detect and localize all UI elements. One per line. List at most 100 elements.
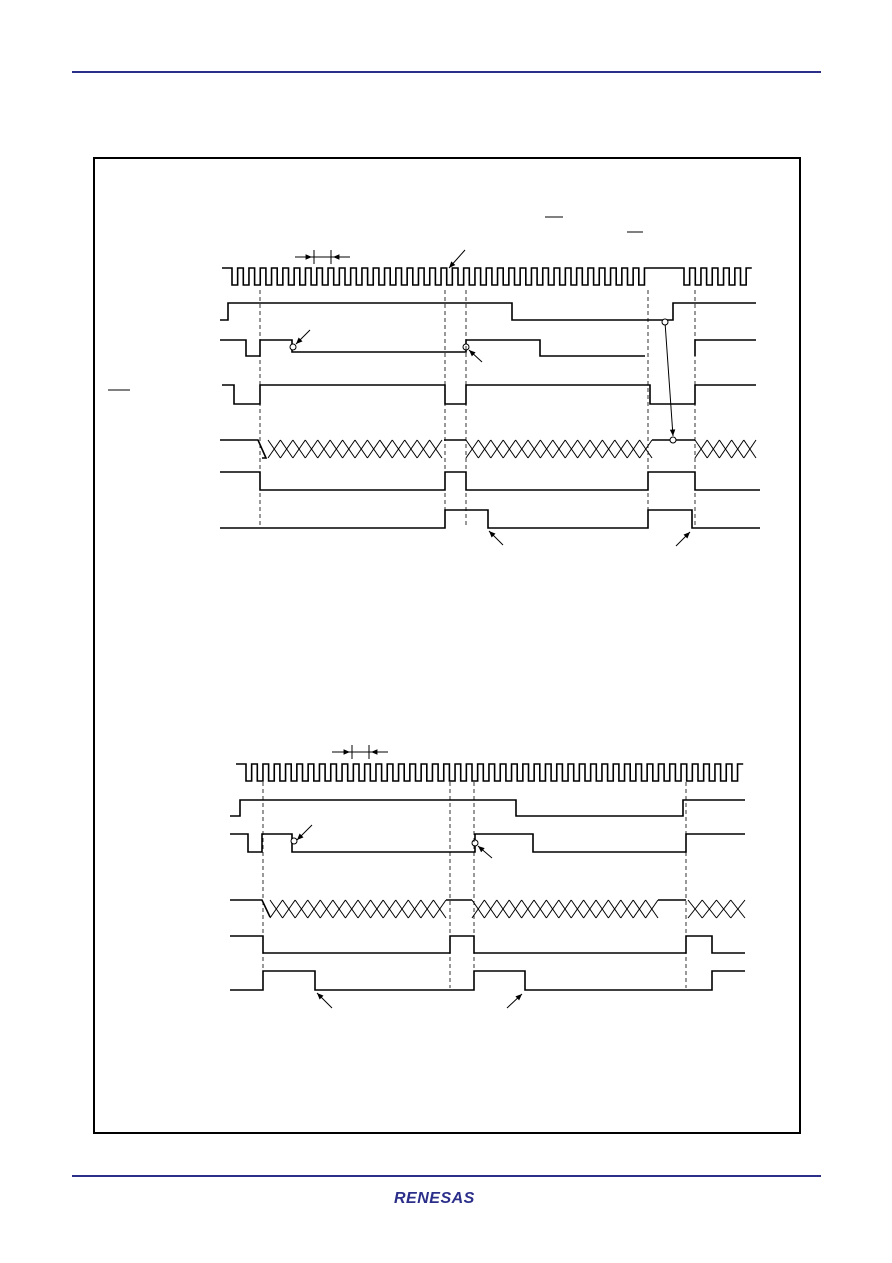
lower-bus-a-x: [307, 899, 321, 919]
upper-diag-arrow: [664, 321, 674, 437]
lower-bus-a-x: [370, 899, 384, 919]
lower-line-5-arrow-head: [515, 994, 522, 1001]
upper-line-2b: [694, 339, 756, 356]
lower-bus-b-x: [645, 899, 659, 919]
upper-line-3: [222, 384, 756, 405]
upper-bus-b-x: [614, 439, 628, 459]
lower-line-5-arrow-head: [317, 993, 324, 1000]
upper-bus-a-x: [379, 439, 393, 459]
upper-bus-a-x: [404, 439, 418, 459]
upper-line-2-arrow-head: [469, 350, 476, 357]
upper-period-arrow-head: [305, 254, 312, 260]
lower-bus-c-x: [701, 899, 717, 919]
upper-bus-a-x: [317, 439, 331, 459]
upper-line-2-arrow-head: [296, 337, 303, 344]
lower-bus-a-x: [332, 899, 346, 919]
header-rule: [72, 71, 821, 73]
footer-rule: [72, 1175, 821, 1177]
upper-diag-arrow-head: [669, 429, 676, 436]
lower-bus-a-x: [319, 899, 334, 919]
lower-bus-b-x: [620, 899, 634, 919]
lower-bus-b-x: [570, 899, 585, 919]
upper-bus-b-x: [502, 439, 517, 459]
lower-bus-b-x: [583, 899, 597, 919]
upper-bus-b-x: [639, 439, 653, 459]
lower-bus-c-x: [730, 899, 746, 919]
lower-bus-a-x: [420, 899, 434, 919]
logo-text: RENESAS: [394, 1190, 475, 1207]
lower-timing-diagram: [230, 745, 746, 1009]
upper-bus-c-x: [718, 439, 733, 459]
upper-bus-b-x: [626, 439, 641, 459]
lower-bus-b-x: [595, 899, 609, 919]
lower-bus-b-x: [545, 899, 560, 919]
upper-bus-b-x: [564, 439, 579, 459]
upper-bus-b-x: [527, 439, 541, 459]
upper-bus-marker: [669, 436, 677, 444]
upper-bus-b-x: [515, 439, 529, 459]
lower-bus-b-x: [607, 899, 622, 919]
upper-bus-a-x: [329, 439, 343, 459]
lower-bus-a-x: [282, 899, 296, 919]
lower-bus-a-x: [395, 899, 409, 919]
upper-bus-b-x: [601, 439, 616, 459]
upper-bus-a-x: [391, 439, 406, 459]
upper-bus-c-x: [706, 439, 720, 459]
upper-bus-b-x: [539, 439, 554, 459]
upper-line-1: [220, 302, 756, 321]
lower-line-1: [230, 799, 745, 817]
lower-bus-b-x: [533, 899, 547, 919]
upper-bus-b-x: [490, 439, 504, 459]
lower-clock: [236, 763, 744, 782]
upper-bus-b-x: [577, 439, 591, 459]
figure-frame: [93, 157, 801, 1134]
upper-timing-diagram: [108, 216, 760, 547]
lower-bus-b-x: [558, 899, 572, 919]
lower-bus-start: [230, 899, 271, 918]
lower-bus-b-x: [632, 899, 647, 919]
upper-line-2: [220, 339, 645, 357]
lower-line-2-arrow-head: [297, 833, 304, 840]
upper-bus-b-x: [589, 439, 603, 459]
lower-bus-c-x: [687, 899, 703, 919]
lower-bus-b-x: [496, 899, 510, 919]
upper-bus-c-x: [694, 439, 708, 459]
upper-bus-a-x: [342, 439, 356, 459]
lower-period-arrow-head: [343, 749, 350, 755]
upper-line-1-marker: [661, 318, 669, 326]
lower-bus-a-x: [294, 899, 309, 919]
lower-bus-b-x: [483, 899, 498, 919]
upper-bus-b-x: [552, 439, 566, 459]
upper-bus-c-x: [731, 439, 745, 459]
upper-bus-start: [220, 439, 268, 459]
lower-bus-c-x: [716, 899, 732, 919]
upper-clock-arrow-head: [449, 261, 456, 268]
lower-bus-a-x: [345, 899, 359, 919]
lower-line-5: [230, 970, 745, 991]
lower-bus-b-x: [508, 899, 523, 919]
upper-line-6-arrow-head: [683, 532, 690, 539]
upper-bus-a-x: [367, 439, 381, 459]
upper-bus-a-x: [429, 439, 443, 459]
lower-line-2: [230, 833, 745, 853]
lower-line-2-marker: [290, 837, 298, 845]
upper-line-6-arrow-head: [489, 531, 496, 538]
lower-line-4: [230, 935, 745, 954]
lower-bus-a-x: [269, 899, 283, 919]
upper-bus-a-x: [416, 439, 430, 459]
upper-clock: [222, 267, 752, 286]
renesas-logo: RENESAS: [394, 1190, 475, 1207]
upper-line-6: [220, 509, 760, 529]
upper-bus-a-x: [292, 439, 306, 459]
upper-bus-b-x: [465, 439, 479, 459]
lower-line-2-marker: [471, 839, 479, 847]
lower-bus-b-x: [521, 899, 535, 919]
upper-period-arrow-head: [333, 254, 340, 260]
lower-bus-a-x: [433, 899, 447, 919]
upper-bus-a-x: [267, 439, 281, 459]
upper-bus-a-x: [280, 439, 294, 459]
lower-bus-a-x: [382, 899, 397, 919]
lower-bus-a-x: [357, 899, 371, 919]
upper-bus-b-x: [477, 439, 492, 459]
